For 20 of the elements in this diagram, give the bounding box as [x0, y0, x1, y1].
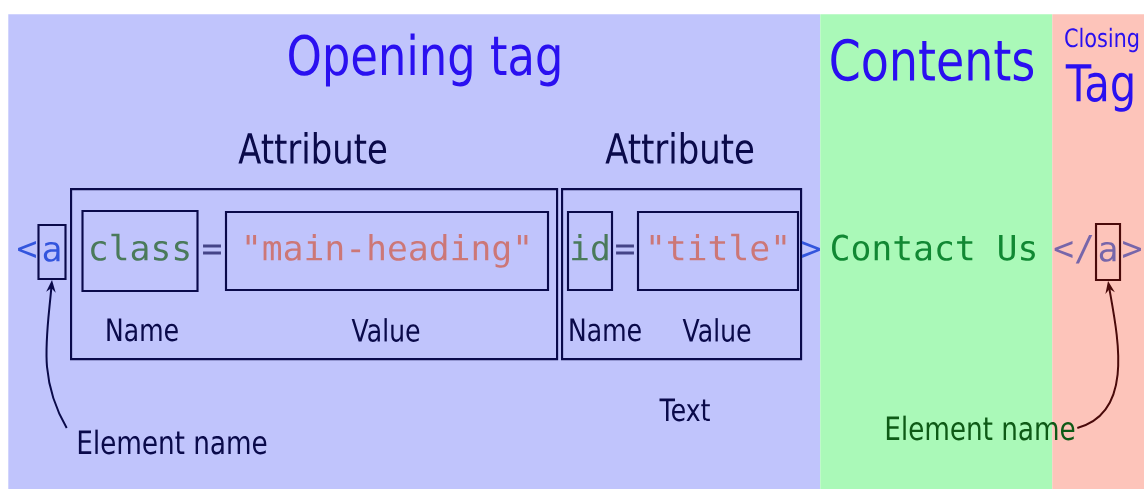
- angle-bracket: >: [802, 241, 820, 258]
- node-label: Attribute: [238, 132, 387, 164]
- box-caption: Value: [682, 318, 751, 342]
- content-text: Contact Us: [832, 234, 1035, 261]
- angle-bracket: >: [1123, 241, 1141, 258]
- angle-bracket: <: [18, 241, 36, 258]
- annotation-text: Element name: [886, 415, 1075, 441]
- box-caption: Value: [351, 318, 420, 342]
- equals-sign: =: [203, 244, 221, 255]
- equals-sign: =: [616, 244, 634, 255]
- box-caption: Name: [107, 318, 178, 342]
- annotation-text: Element name: [78, 429, 267, 455]
- code-box: "main-heading" Value: [224, 210, 550, 342]
- box-caption: Name: [570, 318, 641, 342]
- code-box: a: [1094, 222, 1122, 282]
- code-box: class Name: [81, 209, 199, 342]
- angle-bracket: </: [1054, 235, 1093, 264]
- caption-text: Text: [659, 398, 710, 422]
- code-box: a: [37, 223, 67, 281]
- node-label: Attribute: [605, 132, 754, 164]
